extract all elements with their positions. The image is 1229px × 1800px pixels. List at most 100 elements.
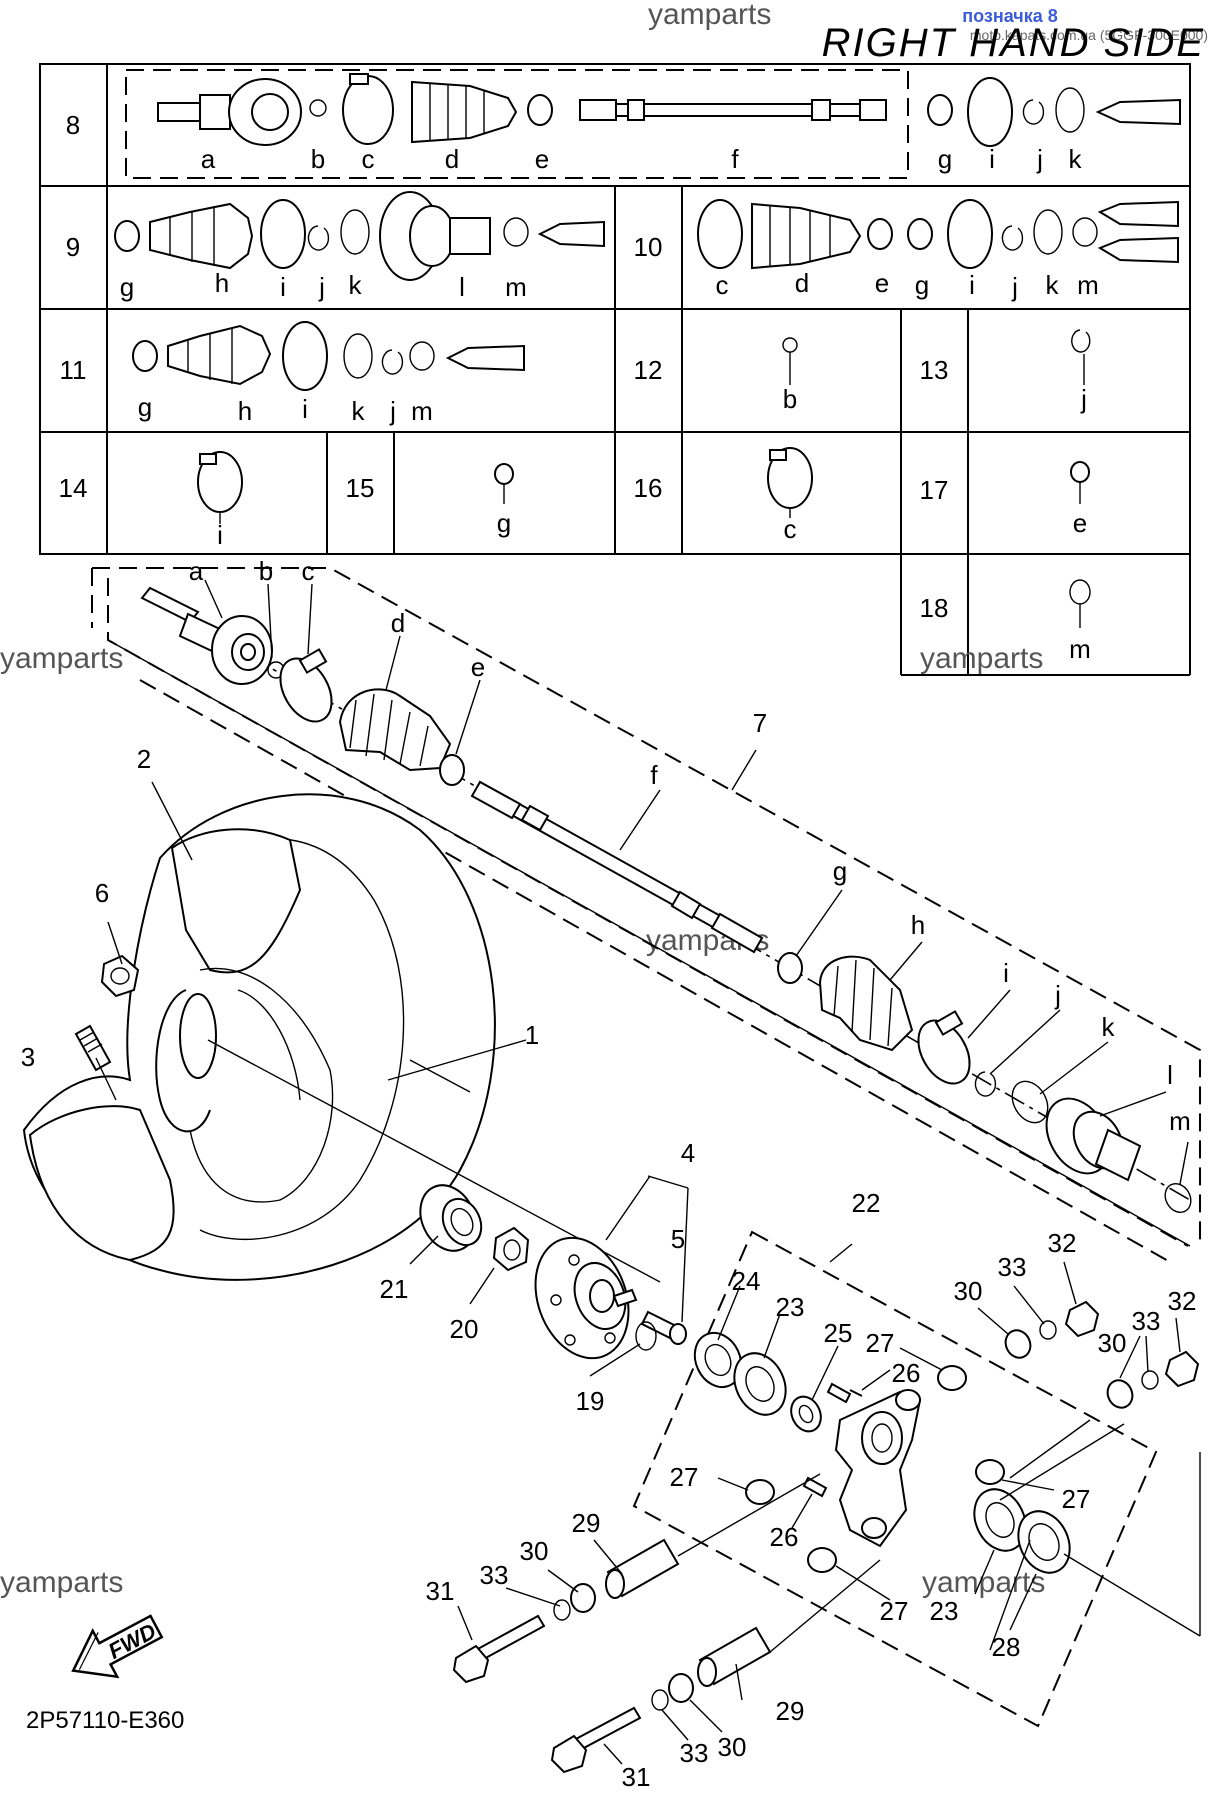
callout-7: 7 xyxy=(753,708,767,738)
callout-30-lower-a: 30 xyxy=(520,1536,549,1566)
badge-label: позначка 8 xyxy=(962,6,1058,26)
part-27-d xyxy=(807,1547,837,1573)
row8-part-e xyxy=(527,94,553,126)
row8-label-e: e xyxy=(535,144,549,174)
callout-i: i xyxy=(1003,958,1009,988)
row-9-number: 9 xyxy=(66,232,80,262)
callout-27-left: 27 xyxy=(670,1462,699,1492)
part-27-c xyxy=(745,1479,775,1505)
callout-6: 6 xyxy=(95,878,109,908)
watermark-left-2: yamparts xyxy=(0,1566,123,1599)
callout-28: 28 xyxy=(992,1632,1021,1662)
callout-25: 25 xyxy=(824,1318,853,1348)
row9-label-g: g xyxy=(120,272,134,302)
row-14-number: 14 xyxy=(59,473,88,503)
part-21-spacer xyxy=(419,1184,483,1252)
row12-label-b: b xyxy=(783,384,797,414)
row13-label-j: j xyxy=(1080,384,1087,414)
callout-29-lower: 29 xyxy=(776,1696,805,1726)
row8-label-k: k xyxy=(1069,144,1083,174)
assembly-boot-d xyxy=(338,688,452,772)
row9-label-l: l xyxy=(459,272,465,302)
row10-label-k: k xyxy=(1046,270,1060,300)
fwd-arrow-icon: FWD xyxy=(71,1614,164,1679)
row9-label-h: h xyxy=(215,268,229,298)
row11-label-i: i xyxy=(302,394,308,424)
row8-part-a xyxy=(157,78,302,146)
row9-label-k: k xyxy=(349,270,363,300)
row9-label-m: m xyxy=(505,272,527,302)
callout-31-upper: 31 xyxy=(426,1576,455,1606)
part-23-bearing-b xyxy=(973,1488,1027,1552)
group-22-outline xyxy=(632,1230,1158,1728)
callout-33-lower-a: 33 xyxy=(480,1560,509,1590)
part-4-hub xyxy=(534,1236,638,1360)
drawing-code: 2P57110-E360 xyxy=(26,1707,184,1734)
row-13-number: 13 xyxy=(920,355,949,385)
row10-label-m: m xyxy=(1077,270,1099,300)
row8-label-c: c xyxy=(362,144,375,174)
callout-e: e xyxy=(471,652,485,682)
callout-m: m xyxy=(1169,1106,1191,1136)
row8-part-g xyxy=(927,94,953,126)
callout-h: h xyxy=(911,910,925,940)
row10-label-d: d xyxy=(795,268,809,298)
callout-30-right: 30 xyxy=(1098,1328,1127,1358)
assembly-shaft-f xyxy=(470,780,764,954)
row8-part-i xyxy=(967,77,1013,147)
row-8-number: 8 xyxy=(66,110,80,140)
row9-label-i: i xyxy=(280,272,286,302)
callout-26-upper: 26 xyxy=(892,1358,921,1388)
assembly-joint-a xyxy=(140,586,273,685)
part-31-bolt-b xyxy=(550,1706,642,1774)
callout-21: 21 xyxy=(380,1274,409,1304)
row10-label-j: j xyxy=(1011,272,1018,302)
callout-32-right: 32 xyxy=(1168,1286,1197,1316)
row17-label-e: e xyxy=(1073,508,1087,538)
row-16-number: 16 xyxy=(634,473,663,503)
row18-label-m: m xyxy=(1069,634,1091,664)
valve-3 xyxy=(74,1024,112,1072)
row8-label-j: j xyxy=(1036,144,1043,174)
exploded-view: FWD 2P57110-E360 a b c d e f 7 g h i j k… xyxy=(21,556,1201,1792)
part-31-bolt-a xyxy=(452,1614,546,1684)
callout-24: 24 xyxy=(732,1266,761,1296)
row10-label-i: i xyxy=(969,270,975,300)
row8-part-c xyxy=(342,75,394,145)
callout-27-lower: 27 xyxy=(880,1596,909,1626)
callout-d: d xyxy=(391,608,405,638)
part-27-b xyxy=(975,1459,1005,1485)
row9-part-h xyxy=(149,202,254,270)
part-27-a xyxy=(937,1365,967,1391)
row14-label-i: i xyxy=(217,520,223,550)
callout-31-lower: 31 xyxy=(622,1762,651,1792)
callout-5: 5 xyxy=(671,1224,685,1254)
row-11-number: 11 xyxy=(60,355,87,385)
row11-label-h: h xyxy=(238,396,252,426)
row8-grease-tube xyxy=(1095,98,1181,126)
callout-g: g xyxy=(833,856,847,886)
callout-c: c xyxy=(302,556,315,586)
part-20-nut xyxy=(492,1226,530,1272)
part-23-bearing-a xyxy=(733,1352,787,1416)
row-18-number: 18 xyxy=(920,593,949,623)
row8-part-d xyxy=(411,80,518,144)
callout-3: 3 xyxy=(21,1042,35,1072)
watermark-top: yamparts xyxy=(648,0,771,31)
row8-part-k xyxy=(1055,87,1085,133)
row11-label-g: g xyxy=(138,392,152,422)
callout-20: 20 xyxy=(450,1314,479,1344)
callout-32-upper: 32 xyxy=(1048,1228,1077,1258)
row8-label-d: d xyxy=(445,144,459,174)
callout-22: 22 xyxy=(852,1188,881,1218)
callout-26-lower: 26 xyxy=(770,1522,799,1552)
callout-4: 4 xyxy=(681,1138,695,1168)
row8-part-j xyxy=(1022,99,1045,125)
callout-30-upper: 30 xyxy=(954,1276,983,1306)
part-24-seal xyxy=(693,1331,743,1389)
assembly-joint-l xyxy=(1045,1097,1142,1182)
callout-a: a xyxy=(189,556,204,586)
row11-label-m: m xyxy=(411,396,433,426)
watermark-table: yamparts xyxy=(920,642,1043,675)
